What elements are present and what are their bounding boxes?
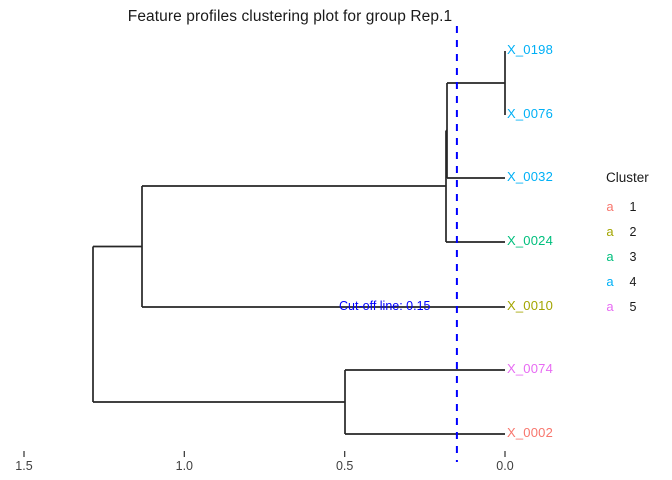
legend-item-label: 5 <box>629 299 637 314</box>
leaf-label-x_0074: X_0074 <box>507 361 554 376</box>
axis-tick-label: 1.0 <box>175 459 194 473</box>
leaf-label-x_0076: X_0076 <box>507 106 554 121</box>
leaf-label-x_0002: X_0002 <box>507 425 554 440</box>
leaf-label-x_0024: X_0024 <box>507 233 554 248</box>
legend-item-label: 3 <box>629 249 637 264</box>
legend-key-glyph: a <box>606 299 614 314</box>
axis-tick-label: 0.0 <box>496 459 514 473</box>
page-title: Feature profiles clustering plot for gro… <box>127 8 453 25</box>
cutoff-line-label: Cut-off line: 0.15 <box>339 299 431 313</box>
axis-tick-label: 1.5 <box>15 459 33 473</box>
legend-item-label: 1 <box>629 199 637 214</box>
axis-tick-label: 0.5 <box>335 459 354 473</box>
legend-key-glyph: a <box>606 249 614 264</box>
legend-item-label: 2 <box>629 224 637 239</box>
legend-key-glyph: a <box>606 274 614 289</box>
leaf-label-x_0032: X_0032 <box>507 169 554 184</box>
dendrogram-branches <box>92 51 506 435</box>
legend-key-glyph: a <box>606 224 614 239</box>
axis-ticks-group <box>23 451 506 457</box>
leaf-label-x_0198: X_0198 <box>507 42 554 57</box>
legend-item-label: 4 <box>629 274 637 289</box>
leaf-label-x_0010: X_0010 <box>507 298 554 313</box>
legend-key-glyph: a <box>606 199 614 214</box>
legend-title: Cluster <box>606 170 649 185</box>
